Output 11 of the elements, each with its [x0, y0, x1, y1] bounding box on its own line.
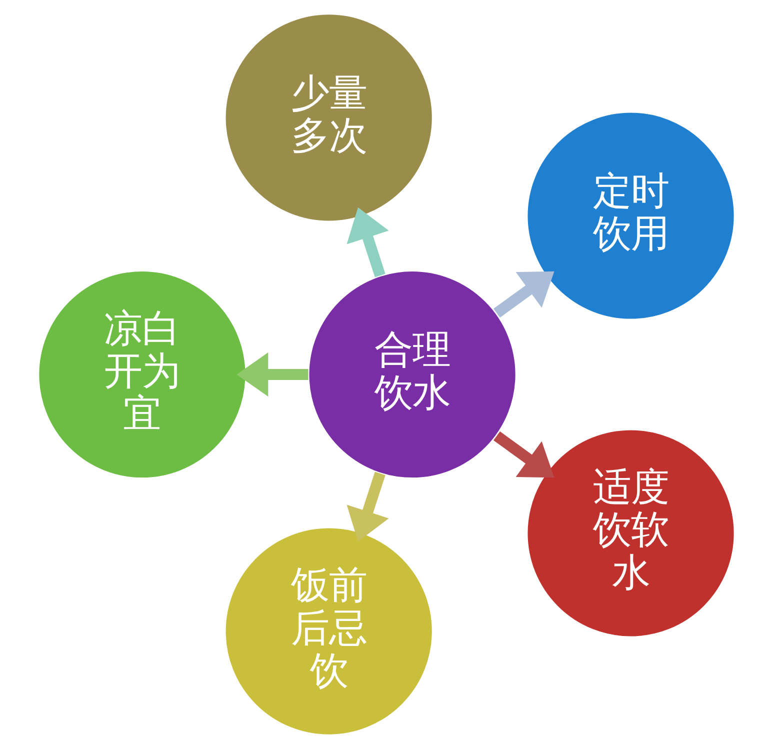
arrow — [236, 352, 308, 397]
node-circle: 饭前后忌饮 — [224, 526, 434, 736]
arrow — [494, 431, 554, 478]
node-circle: 少量多次 — [224, 13, 434, 222]
node-circle: 凉白开为宜 — [38, 270, 247, 479]
arrow — [346, 207, 389, 278]
arrow — [346, 472, 389, 542]
arrow — [494, 271, 554, 318]
node-circle: 适度饮软水 — [526, 428, 736, 638]
node-circle: 定时饮用 — [526, 111, 736, 320]
node-circle: 合理饮水 — [308, 270, 517, 479]
